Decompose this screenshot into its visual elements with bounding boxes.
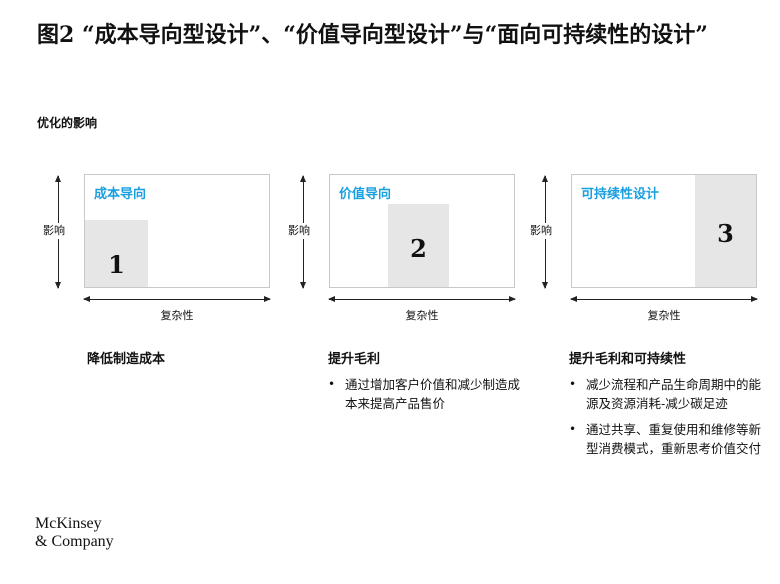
- diagram-panel-value: 影响 2 价值导向 复杂性: [282, 170, 522, 330]
- x-axis-label: 复杂性: [160, 309, 194, 322]
- x-axis-label: 复杂性: [405, 309, 439, 322]
- panel-box: 3 可持续性设计: [571, 174, 757, 288]
- horizontal-axis-arrow: [328, 296, 516, 302]
- panel-label: 价值导向: [339, 187, 392, 202]
- diagram-panel-cost: 影响 1 成本导向 复杂性: [37, 170, 277, 330]
- bar-number: 3: [717, 219, 734, 248]
- subtitle: 优化的影响: [37, 116, 98, 130]
- impact-bar: 2: [388, 204, 449, 287]
- bullet-item: 减少流程和产品生命周期中的能源及资源消耗-减少碳足迹: [569, 375, 761, 413]
- bullet-item: 通过增加客户价值和减少制造成本来提高产品售价: [328, 375, 520, 413]
- column-cost: 降低制造成本: [87, 348, 277, 375]
- bar-number: 1: [108, 250, 125, 279]
- bullet-list: 通过增加客户价值和减少制造成本来提高产品售价: [328, 375, 520, 413]
- bullet-list: 减少流程和产品生命周期中的能源及资源消耗-减少碳足迹 通过共享、重复使用和维修等…: [569, 375, 761, 458]
- column-heading: 提升毛利: [328, 352, 381, 367]
- page-title: 图2 “成本导向型设计”、“价值导向型设计”与“面向可持续性的设计”: [37, 22, 708, 48]
- column-sustainability: 提升毛利和可持续性 减少流程和产品生命周期中的能源及资源消耗-减少碳足迹 通过共…: [569, 348, 761, 465]
- bullet-item: 通过共享、重复使用和维修等新型消费模式，重新思考价值交付: [569, 420, 761, 458]
- bar-number: 2: [410, 234, 427, 263]
- panel-label: 可持续性设计: [581, 187, 660, 202]
- mckinsey-logo: McKinsey & Company: [35, 515, 114, 551]
- impact-bar: 1: [85, 220, 148, 287]
- diagram-panel-sustainability: 影响 3 可持续性设计 复杂性: [524, 170, 764, 330]
- x-axis-label: 复杂性: [647, 309, 681, 322]
- horizontal-axis-arrow: [83, 296, 271, 302]
- panel-box: 1 成本导向: [84, 174, 270, 288]
- impact-bar: 3: [695, 175, 756, 287]
- column-heading: 降低制造成本: [87, 352, 166, 367]
- horizontal-axis-arrow: [570, 296, 758, 302]
- column-value: 提升毛利 通过增加客户价值和减少制造成本来提高产品售价: [328, 348, 520, 420]
- y-axis-label: 影响: [530, 223, 552, 239]
- logo-line-1: McKinsey: [35, 515, 102, 532]
- y-axis-label: 影响: [288, 223, 310, 239]
- logo-line-2: & Company: [35, 533, 114, 550]
- panel-label: 成本导向: [94, 187, 147, 202]
- y-axis-label: 影响: [43, 223, 65, 239]
- panel-box: 2 价值导向: [329, 174, 515, 288]
- column-heading: 提升毛利和可持续性: [569, 352, 687, 367]
